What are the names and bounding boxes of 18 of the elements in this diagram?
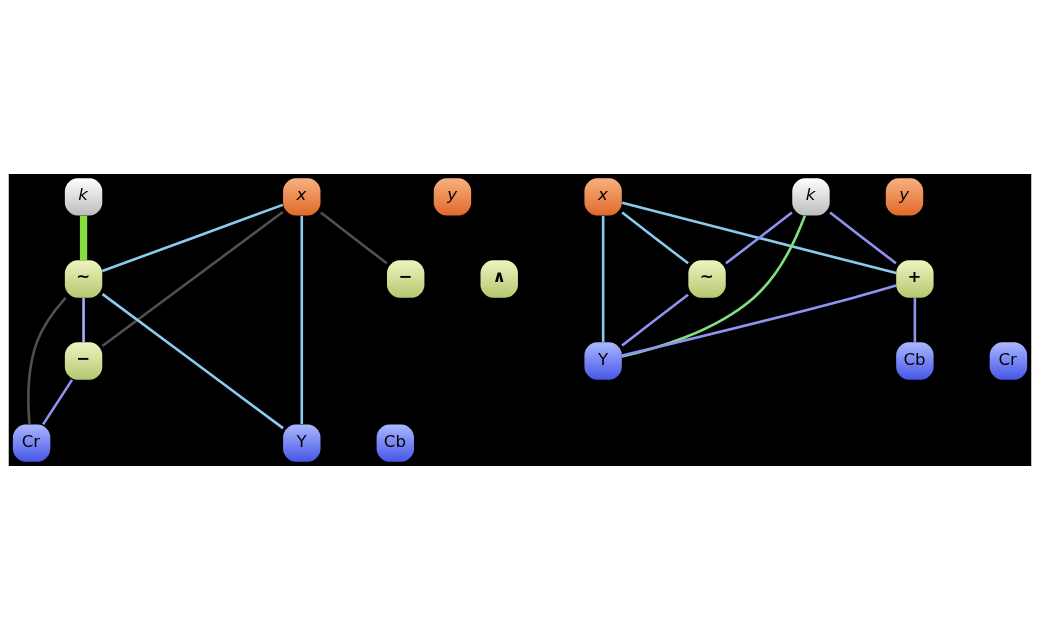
connector [621,215,807,358]
connector [101,210,284,348]
connector [27,297,67,425]
connector [42,379,74,426]
connector [101,293,284,430]
connector [300,215,304,425]
connector [320,211,388,265]
connector [79,215,88,261]
connector [601,215,605,342]
connector [621,211,689,265]
connector [101,203,284,273]
connector [82,297,85,343]
connector [913,297,917,343]
connector [621,201,897,275]
connector [829,211,897,265]
connector [725,211,793,265]
connector [621,284,897,357]
connector [621,293,689,347]
